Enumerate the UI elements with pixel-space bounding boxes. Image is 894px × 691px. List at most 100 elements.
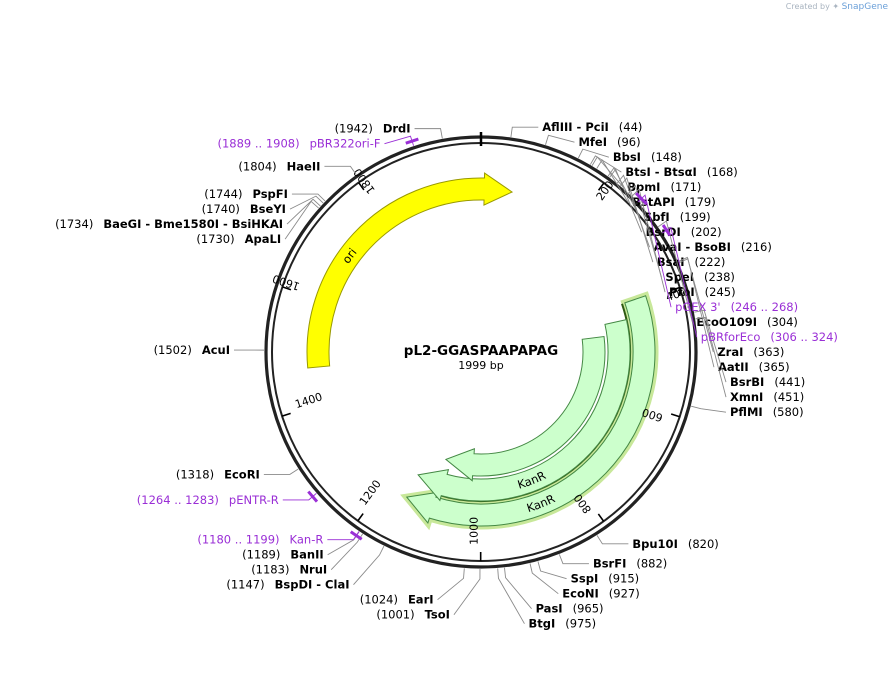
site-position: (975) [565,617,596,631]
site-name: BtsI - BtsαI [625,165,696,179]
tick-label: 400 [664,285,688,304]
site-position: (580) [773,405,804,419]
site-label[interactable]: (1740)BseYI [202,202,286,216]
site-label[interactable]: XmnI(451) [730,390,804,404]
site-label[interactable]: SspI(915) [571,572,640,586]
site-label[interactable]: BsrFI(882) [593,557,667,571]
site-leader-line [607,167,641,218]
feature-kanr-cds-arrow-3[interactable] [444,335,606,482]
site-label[interactable]: (1024)EarI [360,593,434,607]
site-label[interactable]: AatII(365) [718,360,790,374]
site-label[interactable]: EcoO109I(304) [696,315,798,329]
site-label[interactable]: SbfI(199) [644,210,711,224]
site-leader-line [589,155,622,173]
site-position: (216) [741,240,772,254]
site-label[interactable]: (1183) NruI [251,563,327,577]
site-label[interactable]: SpeI(238) [665,270,735,284]
feature-ori-arrow-0[interactable] [306,172,514,369]
plasmid-name: pL2-GGASPAAPAPAG [404,343,558,359]
site-label[interactable]: AvaI - BsoBI(216) [654,240,772,254]
primer-name: pENTR-R [229,493,279,507]
site-label[interactable]: BpmI(171) [627,180,701,194]
site-leader-line [596,159,629,203]
primer-leader-line [637,194,672,308]
site-label[interactable]: BsrBI(441) [730,375,805,389]
site-position: (1804) [238,159,276,173]
site-position: (1183) [251,563,289,577]
site-name: EcoO109I [696,315,757,329]
site-position: (1318) [176,467,214,481]
site-position: (1740) [202,202,240,216]
site-name: BsrBI [730,375,764,389]
site-name: EcoRI [224,467,260,481]
tick-label: 1800 [351,166,378,196]
site-label[interactable]: PfoI(245) [669,285,736,299]
primer-label[interactable]: (1180 .. 1199)Kan-R [197,533,323,547]
site-label[interactable]: (1502)AcuI [154,343,230,357]
site-label[interactable]: (1318) EcoRI [176,467,260,481]
site-label[interactable]: (1189)BanII [242,548,324,562]
site-label[interactable]: PasI(965) [536,602,604,616]
site-label[interactable]: (1734)BaeGI - Bme1580I - BsiHKAI [55,217,283,231]
site-label[interactable]: AflIII - PciI(44) [542,120,642,134]
site-name: Bpu10I [632,537,677,551]
site-position: (820) [688,537,719,551]
site-name: EarI [408,593,434,607]
site-name: NruI [299,563,327,577]
primer-position: (1889 .. 1908) [217,137,299,151]
site-name: ZraI [717,345,743,359]
site-label[interactable]: (1001)TsoI [376,608,450,622]
site-name: ApaLI [245,232,282,246]
site-position: (44) [619,120,643,134]
site-label[interactable]: EcoNI(927) [562,587,639,601]
primer-position: (246 .. 268) [731,300,799,314]
tick-mark [597,513,605,522]
feature-kanr-arrow-1[interactable] [405,295,656,527]
feature-kanr-arrow-2[interactable] [417,318,631,502]
site-leader-line [497,568,525,624]
tick-mark [281,412,291,417]
site-label[interactable]: (1730)ApaLI [196,232,281,246]
site-label[interactable]: BbsI(148) [613,150,682,164]
site-name: PspFI [252,187,287,201]
site-label[interactable]: PflMI(580) [730,405,804,419]
site-label[interactable]: BtgI (975) [528,617,596,631]
site-label[interactable]: (1147)BspDI - ClaI [226,578,349,592]
site-name: XmnI [730,390,763,404]
site-leader-line [631,188,666,293]
site-name: BbsI [613,150,641,164]
primer-labels: (1889 .. 1908)pBR322ori-F (1264 .. 1283)p… [137,135,838,547]
site-label[interactable]: (1804) HaeII [238,159,320,173]
snapgene-logo-icon: ✦ [832,2,840,11]
tick-mark [282,286,292,291]
primer-label[interactable]: pBRforEco(306 .. 324) [701,330,838,344]
primer-leader-line [662,226,698,338]
primer-label[interactable]: pGEX 3'(246 .. 268) [675,300,798,314]
site-name: PfoI [669,285,695,299]
credit-brand: SnapGene [841,2,888,12]
site-label[interactable]: BsrDI(202) [646,225,722,239]
site-label[interactable]: BsaI(222) [657,255,726,269]
site-label[interactable]: BtsI - BtsαI (168) [625,165,737,179]
site-leader-line [577,148,609,159]
site-label[interactable]: ZraI(363) [717,345,784,359]
site-label[interactable]: MfeI(96) [578,135,640,149]
site-name: SpeI [665,270,694,284]
site-label[interactable]: (1744)PspFI [204,187,288,201]
site-leader-line [678,258,715,368]
site-position: (965) [573,602,604,616]
site-position: (168) [707,165,738,179]
site-name: BtgI [528,617,555,631]
site-name: SbfI [644,210,670,224]
site-leader-line [558,554,589,565]
site-label[interactable]: Bpu10I (820) [632,537,718,551]
site-name: BpmI [627,180,660,194]
site-name: TsoI [425,608,450,622]
primer-label[interactable]: (1264 .. 1283)pENTR-R [137,493,279,507]
tick-label: 1200 [357,478,384,508]
site-label[interactable]: (1942)DrdI [335,122,411,136]
site-leader-line [263,468,299,475]
site-name: HaeII [287,159,321,173]
primer-label[interactable]: (1889 .. 1908)pBR322ori-F [217,137,380,151]
